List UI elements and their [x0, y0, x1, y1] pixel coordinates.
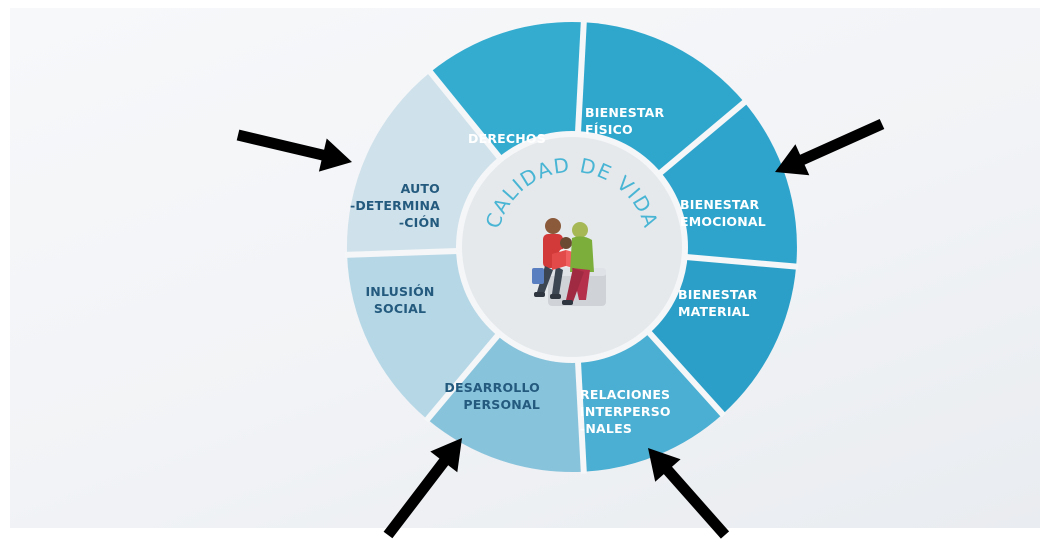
two-people-reading-icon — [532, 218, 606, 306]
pointer-arrows — [236, 119, 885, 539]
segment-autodeterminacion-label: AUTO -DETERMINA -CIÓN — [349, 181, 440, 230]
wheel-dividers — [345, 20, 799, 474]
wheel-divider — [423, 321, 511, 423]
segment-relaciones-interpersonales-label: RELACIONES INTERPERSO -NALES — [580, 387, 671, 436]
wheel-divider — [574, 20, 587, 148]
segment-derechos-label: DERECHOS — [468, 131, 546, 146]
segment-desarrollo-personal-label: DESARROLLO PERSONAL — [444, 380, 540, 412]
segment-inclusion-social-label: INLUSIÓN SOCIAL — [365, 284, 435, 316]
arrow-to-desarrollo-personal — [383, 438, 462, 539]
wheel-divider — [671, 252, 799, 270]
wheel-divider — [636, 319, 727, 418]
wheel-divider — [574, 346, 587, 474]
wheel-divider — [426, 68, 512, 172]
arrow-to-relaciones-interpersonales — [648, 448, 730, 539]
segment-bienestar-fisico-label: BIENESTAR FÍSICO — [585, 105, 665, 137]
wheel-divider — [345, 247, 473, 258]
wheel-divider — [646, 98, 748, 186]
segment-bienestar-emocional-label: BIENESTAR EMOCIONAL — [680, 197, 766, 229]
arrow-to-bienestar-emocional — [775, 119, 885, 176]
arrow-to-autodeterminacion — [236, 129, 352, 172]
segment-bienestar-material-label: BIENESTAR MATERIAL — [678, 287, 758, 319]
